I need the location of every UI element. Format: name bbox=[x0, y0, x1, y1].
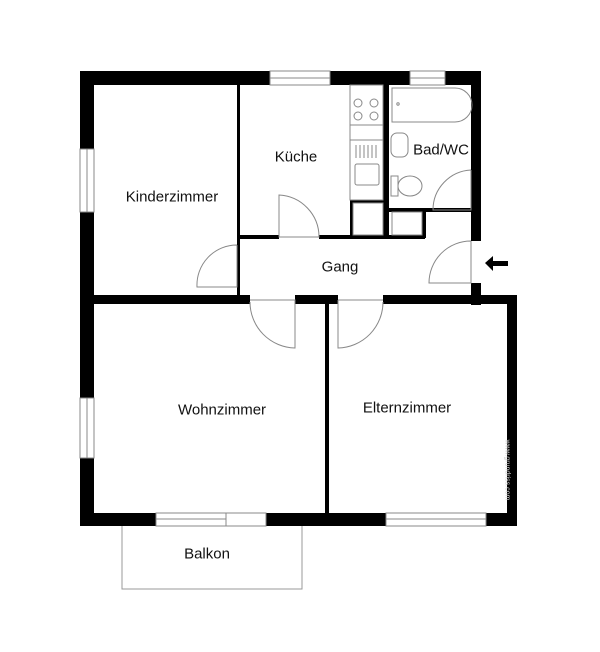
walls bbox=[80, 71, 517, 526]
watermark: www.grundriss.com bbox=[503, 439, 511, 501]
bath-fixtures bbox=[390, 87, 473, 236]
room-label-balkon: Balkon bbox=[184, 545, 230, 563]
door-kinderzimmer bbox=[196, 244, 238, 288]
washbasin-icon bbox=[390, 132, 409, 158]
toilet-icon bbox=[397, 175, 423, 197]
kitchen-fixtures bbox=[349, 84, 384, 236]
door-entrance bbox=[428, 240, 472, 284]
room-label-elternzimmer: Elternzimmer bbox=[362, 399, 452, 417]
fridge-icon bbox=[352, 202, 384, 236]
door-elternzimmer bbox=[337, 299, 384, 349]
door-bad bbox=[432, 169, 472, 211]
room-label-gang: Gang bbox=[321, 258, 359, 276]
doors bbox=[196, 169, 472, 349]
windows bbox=[79, 70, 487, 527]
door-wohnzimmer bbox=[249, 299, 296, 349]
room-label-kueche: Küche bbox=[274, 148, 318, 166]
sink-icon bbox=[354, 145, 380, 186]
door-kueche bbox=[278, 194, 320, 238]
bathtub-icon bbox=[391, 87, 473, 123]
room-label-kinderzimmer: Kinderzimmer bbox=[125, 188, 219, 206]
stove-icon bbox=[353, 98, 379, 121]
room-label-bad-wc: Bad/WC bbox=[413, 141, 469, 159]
room-label-wohnzimmer: Wohnzimmer bbox=[177, 401, 267, 419]
entrance-arrow-icon bbox=[485, 256, 508, 271]
